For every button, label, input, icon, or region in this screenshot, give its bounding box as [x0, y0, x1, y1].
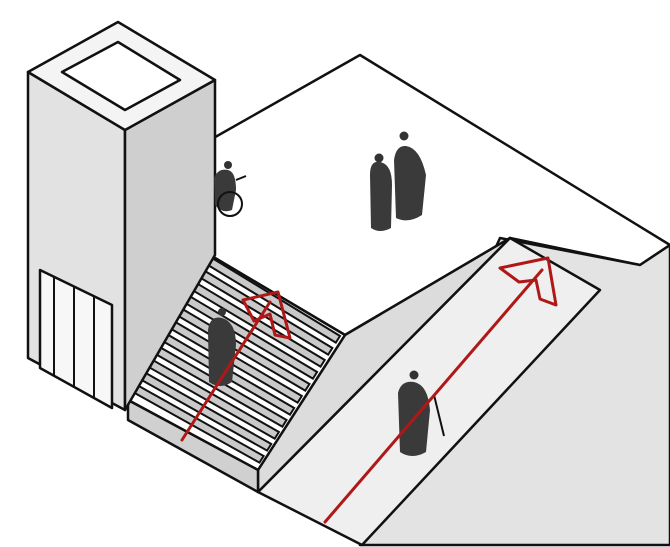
isometric-sketch — [0, 0, 670, 547]
accessibility-sketch — [0, 0, 670, 547]
